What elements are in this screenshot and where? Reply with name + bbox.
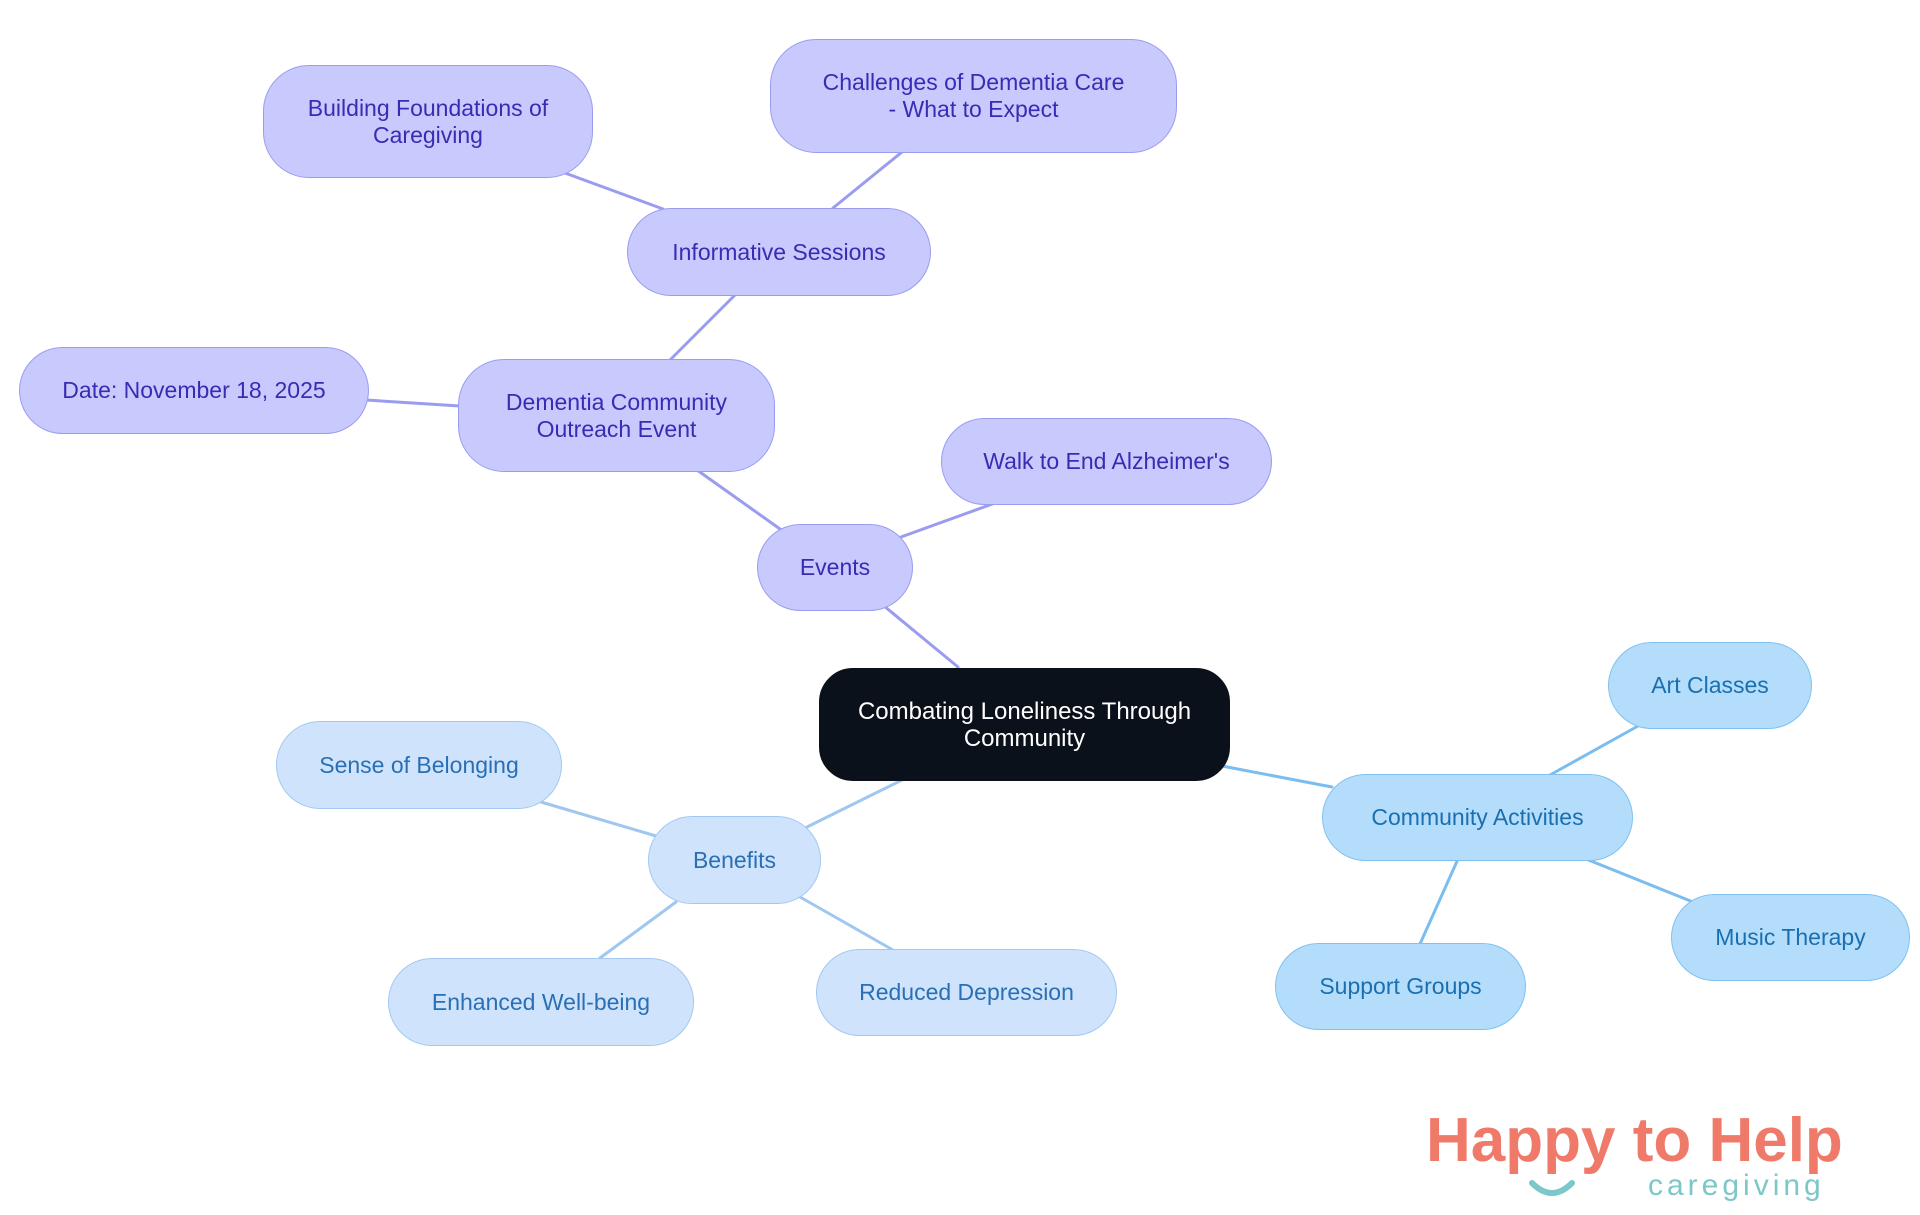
node-music-therapy-label: Music Therapy: [1715, 924, 1866, 950]
node-art-classes-label: Art Classes: [1651, 672, 1769, 698]
node-dementia-outreach-event-label: Dementia Community Outreach Event: [505, 388, 728, 442]
node-date-label: Date: November 18, 2025: [62, 377, 326, 403]
node-benefits-label: Benefits: [692, 846, 777, 873]
node-challenges-dementia-care: Challenges of Dementia Care - What to Ex…: [770, 39, 1177, 153]
edge-activities-art: [1548, 724, 1640, 777]
node-walk-end-alzheimers: Walk to End Alzheimer's: [941, 418, 1272, 505]
node-sense-of-belonging: Sense of Belonging: [276, 721, 562, 809]
edge-activities-support: [1418, 857, 1460, 946]
edge-root-events: [882, 604, 960, 669]
node-walk-end-alzheimers-label: Walk to End Alzheimer's: [983, 448, 1230, 474]
root-label: Combating Loneliness Through Community: [857, 697, 1192, 752]
node-events: Events: [757, 524, 913, 611]
logo-title: Happy to Help: [1426, 1106, 1843, 1175]
edge-benefits-belonging: [539, 800, 658, 838]
edge-root-benefits: [805, 778, 904, 829]
node-community-activities-label: Community Activities: [1371, 804, 1584, 830]
node-support-groups: Support Groups: [1275, 943, 1526, 1030]
node-enhanced-wellbeing-label: Enhanced Well-being: [431, 988, 651, 1015]
logo-subtitle: caregiving: [1648, 1169, 1825, 1202]
node-challenges-dementia-care-label: Challenges of Dementia Care - What to Ex…: [822, 69, 1125, 122]
node-community-activities: Community Activities: [1322, 774, 1633, 861]
root-node: Combating Loneliness Through Community: [819, 668, 1230, 781]
node-art-classes: Art Classes: [1608, 642, 1812, 729]
edge-sessions-foundations: [563, 171, 665, 211]
node-dementia-outreach-event: Dementia Community Outreach Event: [458, 359, 775, 472]
edge-events-outreach: [695, 468, 782, 531]
edge-benefits-depression: [798, 895, 895, 952]
node-music-therapy: Music Therapy: [1671, 894, 1910, 981]
node-benefits: Benefits: [648, 816, 821, 904]
edge-events-walk: [899, 501, 997, 539]
node-support-groups-label: Support Groups: [1319, 973, 1482, 999]
edge-outreach-sessions: [668, 291, 739, 362]
smile-icon: [1529, 1180, 1575, 1196]
node-building-foundations: Building Foundations of Caregiving: [263, 65, 593, 178]
happy-to-help-logo: Happy to Help caregiving: [1426, 1106, 1843, 1202]
node-informative-sessions-label: Informative Sessions: [672, 238, 886, 265]
node-reduced-depression: Reduced Depression: [816, 949, 1117, 1036]
node-date: Date: November 18, 2025: [19, 347, 369, 434]
edge-outreach-date: [364, 398, 462, 408]
node-reduced-depression-label: Reduced Depression: [859, 979, 1074, 1005]
edge-root-activities: [1220, 764, 1334, 789]
node-events-label: Events: [799, 554, 871, 580]
node-informative-sessions: Informative Sessions: [627, 208, 931, 296]
node-enhanced-wellbeing: Enhanced Well-being: [388, 958, 694, 1046]
node-sense-of-belonging-label: Sense of Belonging: [319, 751, 519, 778]
edge-activities-music: [1584, 857, 1695, 904]
edge-sessions-challenges: [831, 150, 904, 210]
node-building-foundations-label: Building Foundations of Caregiving: [307, 94, 549, 148]
edge-benefits-wellbeing: [598, 900, 678, 960]
